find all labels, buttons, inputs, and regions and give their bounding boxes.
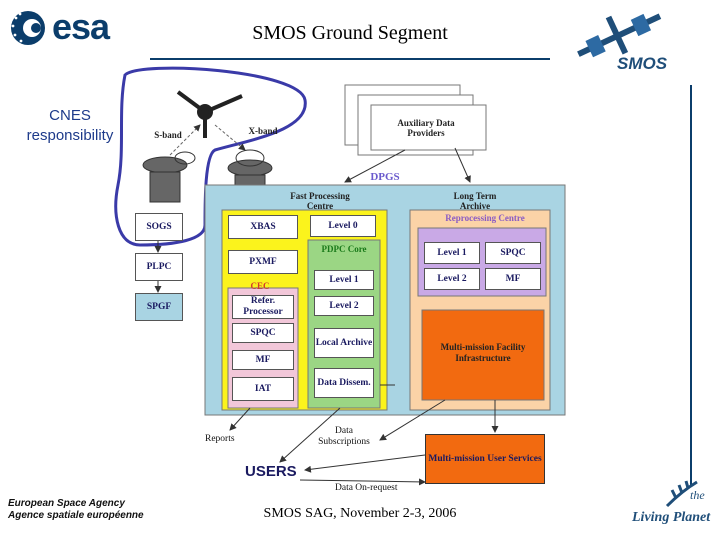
data-subscriptions-label: Data Subscriptions: [318, 426, 370, 447]
smos-satellite: [176, 90, 243, 138]
aux-providers-stack: [344, 84, 487, 156]
living-planet-text: Living Planet: [632, 510, 711, 525]
s-band-label: S-band: [154, 130, 182, 140]
s-band-antenna: [142, 151, 196, 203]
esa-globe-icon: [11, 11, 45, 45]
esa-logo: esa: [8, 6, 136, 48]
wheat-icon: [665, 480, 698, 508]
fpc-label: Fast Processing Centre: [290, 191, 350, 211]
header-divider: [150, 58, 550, 60]
level1-box: Level 1: [314, 270, 374, 290]
agency-name-en: European Space Agency: [8, 498, 125, 509]
sogs-box: SOGS: [135, 213, 183, 241]
rep-mf-box: MF: [485, 268, 541, 290]
rep-level2-box: Level 2: [424, 268, 480, 290]
data-dissem-box: Data Dissem.: [314, 368, 374, 398]
mmfi-label: Multi-mission Facility Infrastructure: [440, 342, 526, 363]
x-band-label: X-band: [248, 126, 278, 136]
local-archive-box: Local Archive: [314, 328, 374, 358]
satellite-icon: [577, 13, 662, 58]
page-title: SMOS Ground Segment: [252, 22, 448, 44]
users-label: USERS: [245, 463, 297, 480]
smos-logo: SMOS: [565, 2, 675, 82]
pxmf-box: PXMF: [228, 250, 298, 274]
living-planet-the: the: [690, 488, 705, 502]
cec-label: CEC: [250, 281, 270, 291]
rep-level1-box: Level 1: [424, 242, 480, 264]
lta-label: Long Term Archive: [453, 191, 497, 211]
spqc-box: SPQC: [232, 323, 294, 343]
spgf-box: SPGF: [135, 293, 183, 321]
refer-processor-box: Refer. Processor: [232, 295, 294, 319]
iat-box: IAT: [232, 377, 294, 401]
right-divider: [690, 85, 692, 485]
mf-box: MF: [232, 350, 294, 370]
reports-label: Reports: [205, 434, 235, 444]
cnes-label: CNES: [49, 107, 91, 124]
cnes-annotation: CNES responsibility: [12, 106, 128, 146]
level0-box: Level 0: [310, 215, 376, 237]
pdpc-core-label: PDPC Core: [321, 244, 367, 254]
smos-logo-text: SMOS: [617, 54, 668, 73]
plpc-box: PLPC: [135, 253, 183, 281]
dpgs-label: DPGS: [370, 171, 400, 183]
living-planet-logo: the Living Planet: [632, 478, 716, 534]
reprocessing-label: Reprocessing Centre: [445, 213, 525, 223]
xbas-box: XBAS: [228, 215, 298, 239]
footer-text: SMOS SAG, November 2-3, 2006: [263, 506, 457, 521]
aux-providers-label: Auxiliary Data Providers: [397, 118, 455, 138]
agency-name: European Space Agency Agence spatiale eu…: [8, 498, 144, 522]
data-on-request-label: Data On-request: [335, 483, 398, 493]
esa-logo-text: esa: [52, 6, 110, 47]
mmus-box: Multi-mission User Services: [425, 434, 545, 484]
responsibility-label: responsibility: [26, 127, 114, 144]
rep-spqc-box: SPQC: [485, 242, 541, 264]
level2-box: Level 2: [314, 296, 374, 316]
mmfi-area: [421, 309, 545, 401]
agency-name-fr: Agence spatiale européenne: [8, 510, 144, 521]
